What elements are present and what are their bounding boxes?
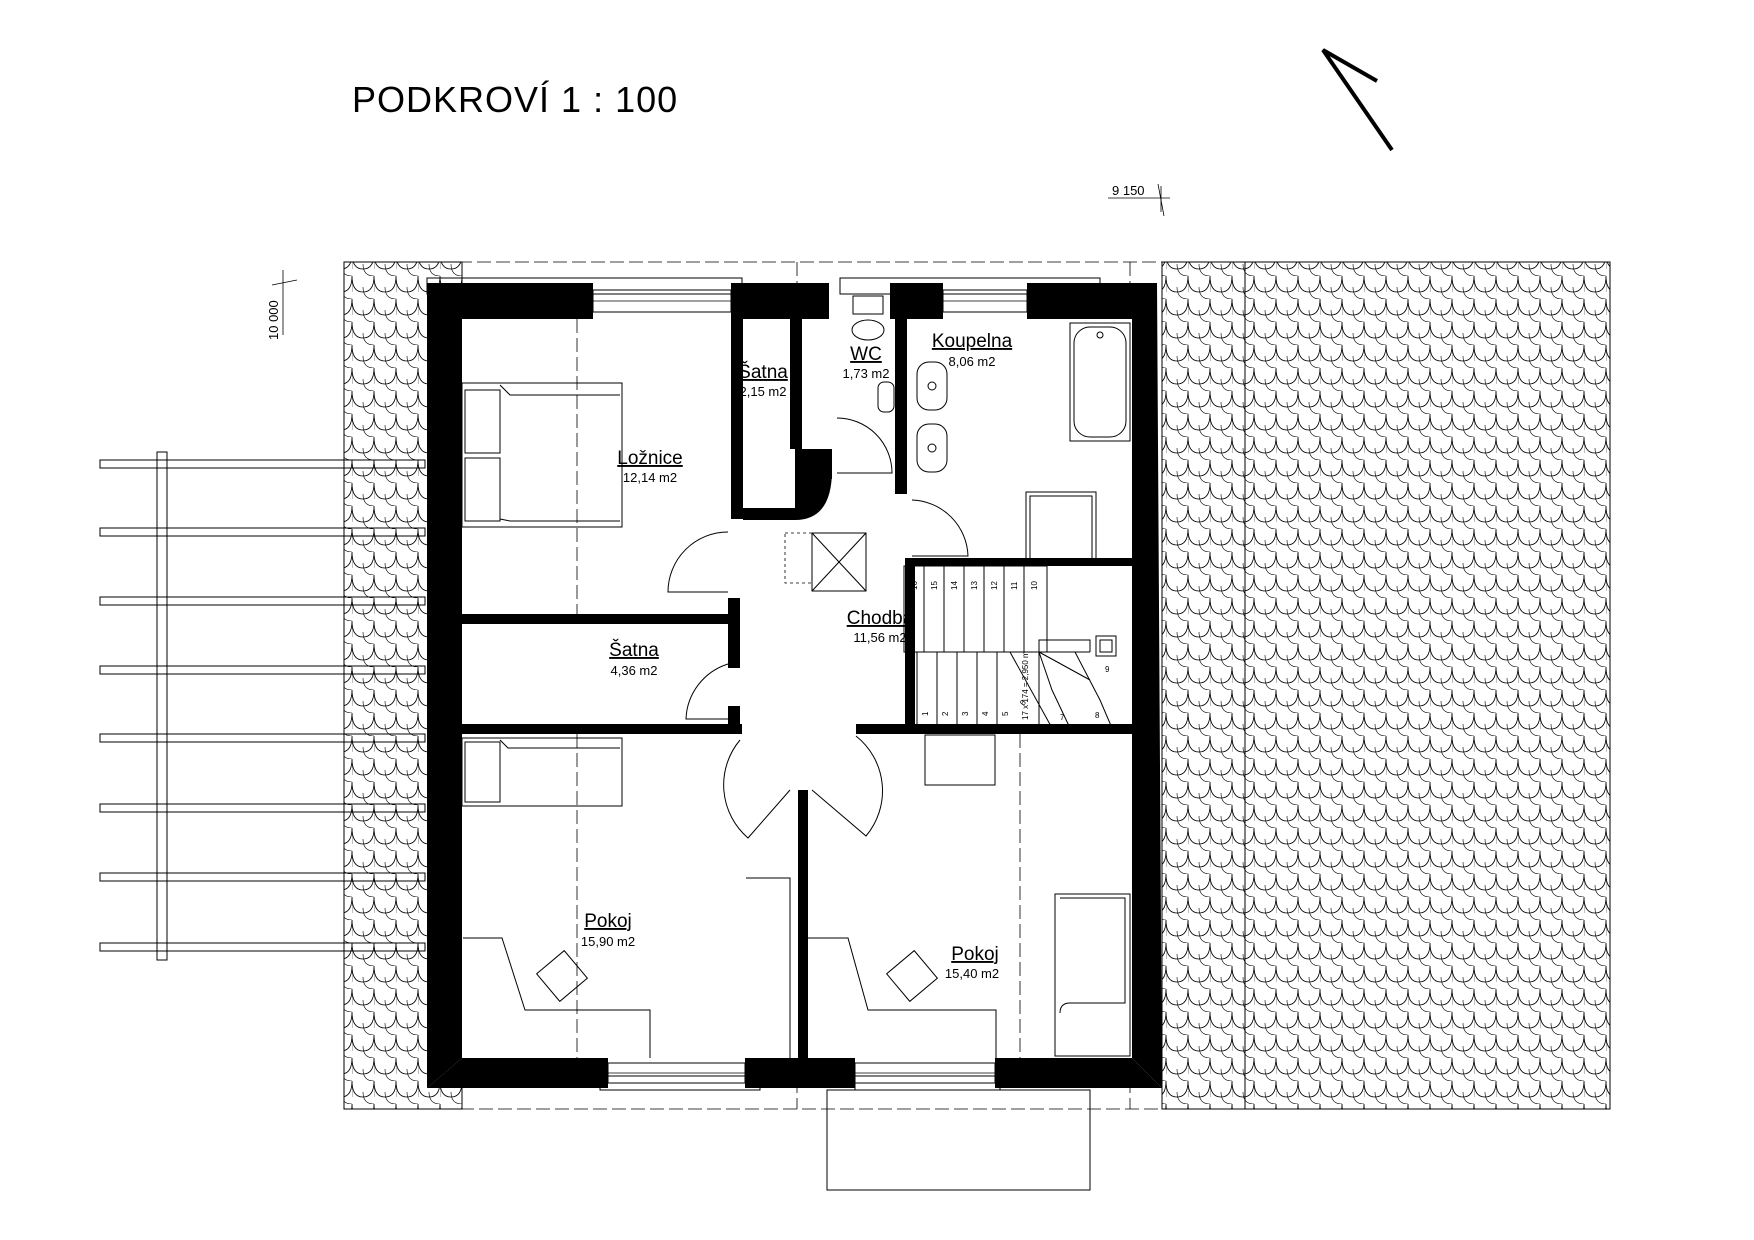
- step-8: 8: [1095, 711, 1100, 720]
- dimension-top-label: 9 150: [1112, 183, 1145, 198]
- step-11: 11: [1010, 581, 1019, 590]
- room-area-chodba: 11,56 m2: [853, 630, 906, 645]
- room-name-satna-small: Šatna: [738, 361, 788, 383]
- staircase: [903, 565, 1113, 729]
- step-4: 4: [981, 711, 990, 716]
- room-area-satna: 4,36 m2: [611, 663, 658, 678]
- furniture: [461, 295, 1131, 1058]
- step-15: 15: [930, 581, 939, 590]
- stair-step-numbers: 16 15 14 13 12 11 10 1 2 3 4 5 6 7 8 9 1…: [910, 581, 1110, 722]
- dimension-top: 9 150: [1108, 183, 1170, 217]
- room-labels: Ložnice 12,14 m2 Šatna 2,15 m2 WC 1,73 m…: [581, 331, 1013, 981]
- north-arrow-icon: [1321, 48, 1394, 152]
- dimension-left-label: 10 000: [266, 300, 281, 340]
- room-name-satna: Šatna: [609, 639, 659, 661]
- step-16: 16: [910, 581, 919, 590]
- room-area-pokoj-right: 15,40 m2: [945, 966, 999, 981]
- room-name-pokoj-left: Pokoj: [584, 911, 632, 932]
- dimension-left: 10 000: [266, 270, 298, 340]
- room-area-wc: 1,73 m2: [843, 366, 890, 381]
- pergola: [99, 451, 426, 961]
- step-1: 1: [921, 711, 930, 716]
- drawing-title: PODKROVÍ 1 : 100: [352, 79, 678, 120]
- step-13: 13: [970, 581, 979, 590]
- room-name-loznice: Ložnice: [617, 448, 683, 469]
- stair-formula: 17 x 174 = 2,950 m: [1021, 651, 1030, 720]
- step-14: 14: [950, 581, 959, 590]
- room-name-wc: WC: [850, 344, 882, 365]
- room-area-loznice: 12,14 m2: [623, 470, 677, 485]
- exterior-walls: [427, 283, 1162, 1088]
- doors: [667, 417, 969, 839]
- step-10: 10: [1030, 581, 1039, 590]
- step-7: 7: [1060, 713, 1065, 722]
- room-name-koupelna: Koupelna: [932, 331, 1013, 352]
- room-name-chodba: Chodba: [847, 608, 914, 629]
- interior-walls: [462, 319, 1132, 1058]
- roof-tiles-right: [1129, 261, 1611, 1110]
- room-area-pokoj-left: 15,90 m2: [581, 934, 635, 949]
- step-3: 3: [961, 711, 970, 716]
- step-9: 9: [1105, 665, 1110, 674]
- room-name-pokoj-right: Pokoj: [951, 944, 999, 965]
- step-5: 5: [1001, 711, 1010, 716]
- step-12: 12: [990, 581, 999, 590]
- step-2: 2: [941, 711, 950, 716]
- room-area-satna-small: 2,15 m2: [740, 384, 787, 399]
- step-6: 6: [1018, 698, 1028, 707]
- room-area-koupelna: 8,06 m2: [949, 354, 996, 369]
